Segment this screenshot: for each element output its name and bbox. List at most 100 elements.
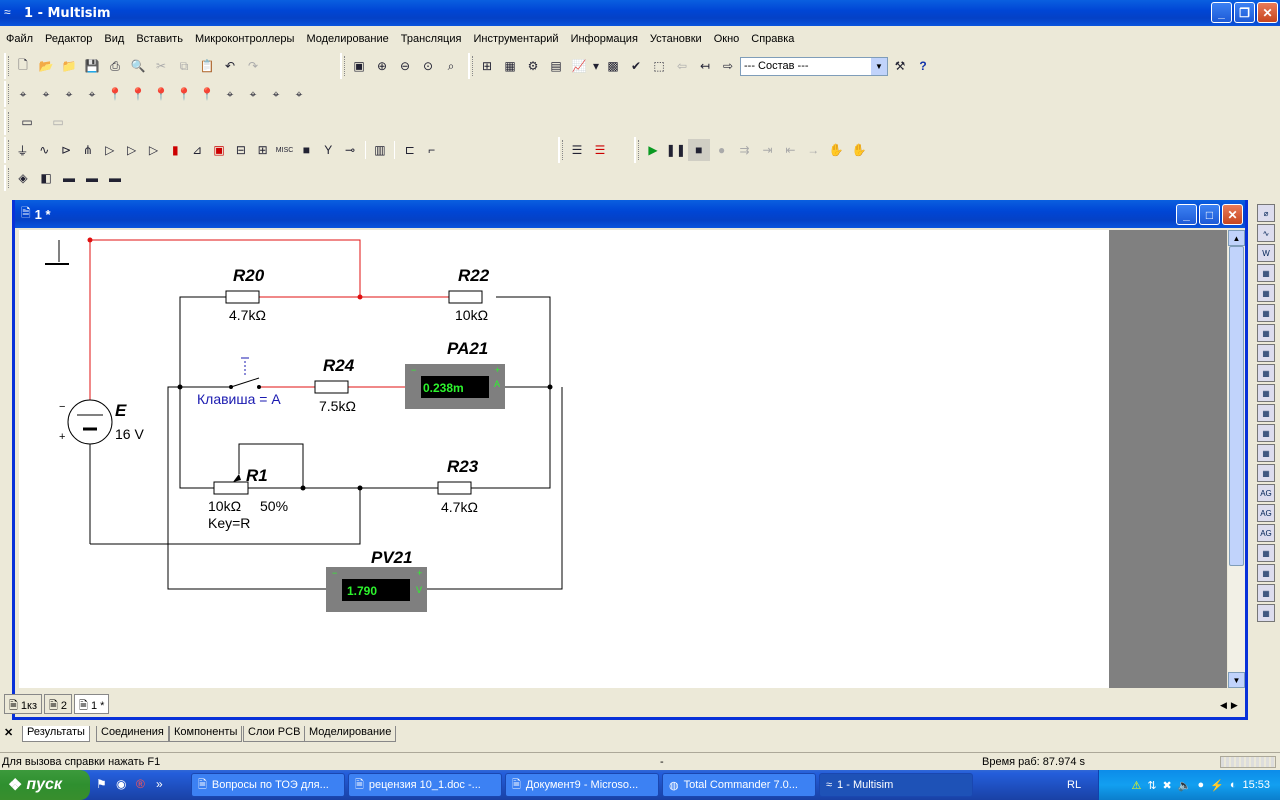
volume-icon[interactable]: 🔈 (1177, 779, 1192, 792)
usb-icon[interactable]: ⚡ (1210, 779, 1224, 792)
probe-pin2-icon[interactable]: 📍 (130, 87, 146, 101)
clock[interactable]: 15:53 (1242, 779, 1270, 791)
ttl-icon[interactable]: ▷ (127, 143, 137, 157)
agilent-fg-icon[interactable]: AG (1257, 484, 1275, 502)
distortion-icon[interactable]: ▦ (1257, 424, 1275, 442)
potentiometer-r1[interactable] (213, 481, 249, 495)
menu-mcu[interactable]: Микроконтроллеры (194, 33, 295, 45)
logic-analyzer-icon[interactable]: ▦ (1257, 364, 1275, 382)
four-channel-osc-icon[interactable]: ▦ (1257, 284, 1275, 302)
diode-icon[interactable]: ⊳ (61, 143, 72, 157)
probe-pin3-icon[interactable]: 📍 (153, 87, 169, 101)
child-close-button[interactable]: ✕ (1222, 204, 1243, 225)
probe-settings2-icon[interactable]: ⌖ (249, 86, 257, 101)
wattmeter-icon[interactable]: W (1257, 244, 1275, 262)
switch-a[interactable] (229, 357, 261, 389)
probe-settings-icon[interactable]: ⌖ (226, 86, 234, 101)
labview-icon[interactable]: ▦ (1257, 584, 1275, 602)
taskbar-item-3[interactable]: 🗎Документ9 - Microso... (505, 773, 659, 797)
virtual-analog-icon[interactable]: ◧ (40, 171, 52, 185)
scroll-thumb[interactable] (1229, 246, 1244, 566)
menu-transfer[interactable]: Трансляция (400, 33, 462, 45)
sheet-tab-1[interactable]: 🗎 1 * (74, 694, 110, 714)
start-button[interactable]: ❖ пуск (0, 770, 90, 800)
language-indicator[interactable]: RL (1067, 779, 1082, 791)
sheet-next-icon[interactable]: ▶ (1230, 700, 1238, 710)
place-probe-icon[interactable]: ⌖ (19, 86, 27, 101)
undo-icon[interactable]: ↶ (224, 59, 236, 73)
network-icon[interactable]: ▦ (1257, 464, 1275, 482)
zoom-out-icon[interactable]: ⊖ (399, 59, 411, 73)
taskbar-item-5[interactable]: ≈1 - Multisim (819, 773, 973, 797)
warning-icon[interactable]: ⚠ (1131, 779, 1142, 792)
save-icon[interactable]: 💾 (84, 59, 100, 73)
list-red-icon[interactable]: ☰ (594, 143, 606, 157)
tab-nets[interactable]: Соединения (96, 726, 169, 742)
multimeter-icon[interactable]: ⌀ (1257, 204, 1275, 222)
virtual-measure-icon[interactable]: ▬ (109, 171, 121, 185)
network-icon[interactable]: ⇅ (1147, 779, 1157, 792)
virtual-toggle2-icon[interactable]: ▭ (52, 115, 64, 129)
breakpoint-icon[interactable]: ● (718, 143, 726, 157)
menu-file[interactable]: Файл (6, 33, 34, 45)
menu-options[interactable]: Установки (649, 33, 702, 45)
resistor-r23[interactable] (437, 481, 472, 495)
pause-icon[interactable]: ❚❚ (665, 143, 686, 157)
taskbar-item-4[interactable]: ◍Total Commander 7.0... (662, 773, 816, 797)
menu-tools[interactable]: Инструментарий (473, 33, 559, 45)
voltmeter-pv21[interactable]: 1.790 − + V (326, 567, 427, 612)
child-maximize-button[interactable]: □ (1199, 204, 1220, 225)
bode-plotter-icon[interactable]: ▦ (1257, 304, 1275, 322)
spectrum-icon[interactable]: ▦ (1257, 444, 1275, 462)
database-icon[interactable]: ⚙ (527, 59, 539, 73)
firefox-icon[interactable]: ◉ (116, 777, 127, 791)
hierarchical-block-icon[interactable]: ⊏ (404, 143, 415, 157)
zoom-fit-icon[interactable]: ⌕ (447, 58, 455, 73)
quicklaunch-more-icon[interactable]: » (156, 777, 163, 791)
open-icon[interactable]: 📂 (38, 59, 54, 73)
freq-counter-icon[interactable]: ▦ (1257, 324, 1275, 342)
education-icon[interactable]: ⚒ (894, 59, 906, 73)
iv-analyzer-icon[interactable]: ▦ (1257, 404, 1275, 422)
step-into-icon[interactable]: ⇥ (762, 143, 773, 157)
agilent-mm-icon[interactable]: AG (1257, 504, 1275, 522)
mixed-icon[interactable]: ▣ (213, 143, 225, 157)
cut-icon[interactable]: ✂ (155, 59, 167, 73)
resistor-r22[interactable] (448, 290, 483, 304)
run-to-cursor-icon[interactable]: → (807, 143, 820, 157)
probe-pin4-icon[interactable]: 📍 (176, 87, 192, 101)
antivirus-icon[interactable]: ✖ (1162, 779, 1172, 792)
logic-converter-icon[interactable]: ▦ (1257, 384, 1275, 402)
ammeter-pa21[interactable]: 0.238m − + A (405, 364, 505, 409)
design-toolbox-icon[interactable]: ⊞ (481, 59, 493, 73)
minimize-button[interactable]: _ (1211, 2, 1232, 23)
word-gen-icon[interactable]: ▦ (1257, 344, 1275, 362)
tray-app-icon[interactable]: ● (1197, 779, 1205, 791)
child-minimize-button[interactable]: _ (1176, 204, 1197, 225)
probe-settings4-icon[interactable]: ⌖ (295, 86, 303, 101)
schematic-canvas[interactable]: − + 0.238m − + A 1.790 − + V R20 (19, 230, 1109, 688)
current-probe-icon[interactable]: ▦ (1257, 604, 1275, 622)
help-icon[interactable]: ? (919, 59, 927, 73)
redo-icon[interactable]: ↷ (247, 59, 259, 73)
source-icon[interactable]: ⏚ (16, 143, 29, 158)
step-out-icon[interactable]: ⇤ (785, 143, 796, 157)
basic-icon[interactable]: ∿ (39, 143, 50, 157)
stop-icon[interactable]: ■ (687, 139, 710, 161)
tektronix-icon[interactable]: ▦ (1257, 544, 1275, 562)
agilent-osc-icon[interactable]: AG (1257, 524, 1275, 542)
list-view-icon[interactable]: ☰ (571, 143, 583, 157)
tab-results[interactable]: Результаты (22, 726, 90, 742)
rf-icon[interactable]: Y (324, 143, 333, 157)
oscilloscope-icon[interactable]: ▦ (1257, 264, 1275, 282)
spreadsheet-icon[interactable]: ▦ (504, 59, 516, 73)
resistor-r20[interactable] (225, 290, 260, 304)
sheet-tab-2[interactable]: 🗎 2 (44, 694, 73, 714)
probe-pin5-icon[interactable]: 📍 (199, 87, 215, 101)
zoom-in-icon[interactable]: ⊕ (376, 59, 388, 73)
probe-pin-icon[interactable]: 📍 (107, 87, 123, 101)
backannotate-icon[interactable]: ⇦ (676, 59, 688, 73)
forward-annotate-icon[interactable]: ↤ (699, 59, 711, 73)
tab-components[interactable]: Компоненты (169, 726, 243, 742)
composition-combo[interactable]: --- Состав --- ▼ (740, 56, 888, 76)
